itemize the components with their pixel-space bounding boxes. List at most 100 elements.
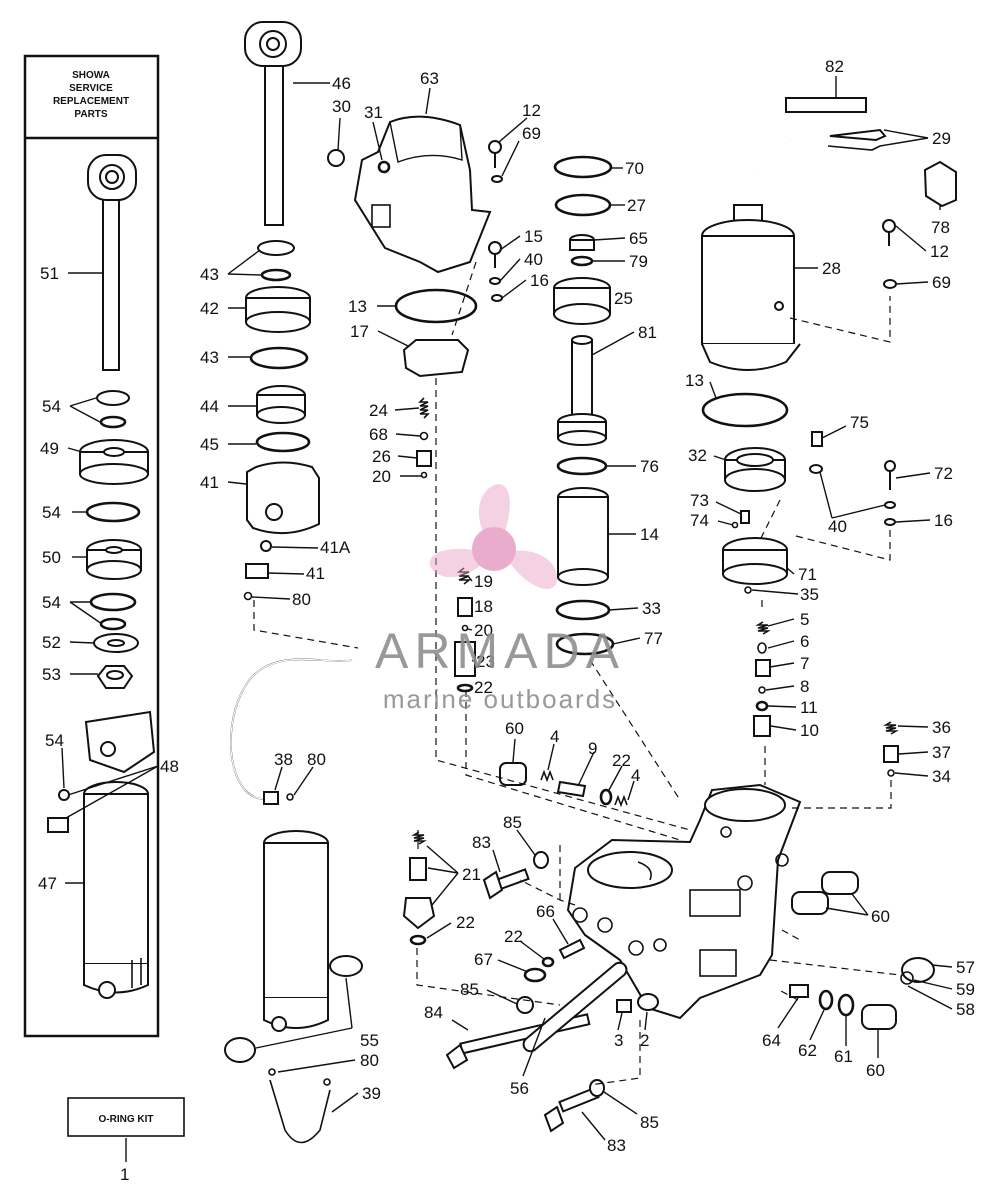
callout-74: 74 — [690, 511, 709, 530]
panel-header-line1: SHOWA — [72, 70, 110, 81]
callout-7: 7 — [800, 654, 809, 673]
callout-80: 80 — [307, 750, 326, 769]
o-ring-kit: O-RING KIT 1 — [67, 1097, 185, 1184]
showa-service-panel: SHOWA SERVICE REPLACEMENT PARTS — [23, 54, 160, 1038]
callout-44: 44 — [200, 397, 219, 416]
callout-54: 54 — [42, 503, 61, 522]
callout-34: 34 — [932, 767, 951, 786]
part-49-cap — [79, 439, 149, 485]
callout-81: 81 — [638, 323, 657, 342]
callout-13: 13 — [348, 297, 367, 316]
callout-16: 16 — [530, 271, 549, 290]
leader-lines — [61, 76, 953, 1162]
callout-33: 33 — [642, 599, 661, 618]
callout-32: 32 — [688, 446, 707, 465]
panel-header-line2: SERVICE — [69, 83, 113, 94]
callout-17: 17 — [350, 322, 369, 341]
callout-65: 65 — [629, 229, 648, 248]
callout-52: 52 — [42, 633, 61, 652]
callout-73: 73 — [690, 491, 709, 510]
callout-69: 69 — [932, 273, 951, 292]
callout-67: 67 — [474, 950, 493, 969]
callout-16: 16 — [934, 511, 953, 530]
callout-5: 5 — [800, 610, 809, 629]
part-50-piston — [86, 539, 142, 580]
callout-78: 78 — [931, 218, 950, 237]
callout-71: 71 — [798, 565, 817, 584]
reservoir-cover-assembly — [327, 115, 503, 693]
pump-motor-assembly — [701, 97, 957, 777]
callout-68: 68 — [369, 425, 388, 444]
callout-46: 46 — [332, 74, 351, 93]
callout-43: 43 — [200, 265, 219, 284]
callout-35: 35 — [800, 585, 819, 604]
callout-40: 40 — [828, 517, 847, 536]
callout-60: 60 — [871, 907, 890, 926]
callout-61: 61 — [834, 1047, 853, 1066]
callout-8: 8 — [800, 677, 809, 696]
callout-21: 21 — [462, 865, 481, 884]
callout-41: 41 — [200, 473, 219, 492]
callout-6: 6 — [800, 632, 809, 651]
callout-27: 27 — [627, 196, 646, 215]
callout-14: 14 — [640, 525, 659, 544]
callout-20: 20 — [372, 467, 391, 486]
callout-60: 60 — [505, 719, 524, 738]
callout-10: 10 — [800, 721, 819, 740]
callout-53: 53 — [42, 665, 61, 684]
callout-77: 77 — [644, 629, 663, 648]
callout-29: 29 — [932, 129, 951, 148]
center-valve-column — [553, 155, 615, 656]
part-47-cylinder — [83, 781, 149, 999]
callout-39: 39 — [362, 1084, 381, 1103]
callout-9: 9 — [588, 739, 597, 758]
callout-25: 25 — [614, 289, 633, 308]
callout-50: 50 — [42, 548, 61, 567]
callout-85: 85 — [640, 1113, 659, 1132]
callout-23: 23 — [476, 652, 495, 671]
callout-4: 4 — [550, 727, 559, 746]
manifold-fittings — [402, 762, 935, 1133]
panel-header-line3: REPLACEMENT — [53, 96, 129, 107]
callout-22: 22 — [474, 678, 493, 697]
callout-57: 57 — [956, 958, 975, 977]
callout-31: 31 — [364, 103, 383, 122]
manifold-body — [566, 783, 802, 1020]
panel-header-line4: PARTS — [74, 109, 107, 120]
callout-20: 20 — [474, 621, 493, 640]
callout-36: 36 — [932, 718, 951, 737]
callout-58: 58 — [956, 1000, 975, 1019]
o-ring-kit-label: O-RING KIT — [99, 1114, 154, 1125]
callout-13: 13 — [685, 371, 704, 390]
callout-40: 40 — [524, 250, 543, 269]
callout-22: 22 — [456, 913, 475, 932]
callout-24: 24 — [369, 401, 388, 420]
callout-47: 47 — [38, 874, 57, 893]
callout-59: 59 — [956, 980, 975, 999]
callout-83: 83 — [472, 833, 491, 852]
callout-30: 30 — [332, 97, 351, 116]
callout-85: 85 — [503, 813, 522, 832]
callout-69: 69 — [522, 124, 541, 143]
callout-70: 70 — [625, 159, 644, 178]
left-cylinder-assembly — [224, 21, 363, 1144]
callout-80: 80 — [292, 590, 311, 609]
callout-85: 85 — [460, 980, 479, 999]
callout-62: 62 — [798, 1041, 817, 1060]
callout-labels: 51 54 49 54 50 54 52 53 54 48 47 46 30 3… — [38, 57, 975, 1155]
callout-45: 45 — [200, 435, 219, 454]
callout-26: 26 — [372, 447, 391, 466]
callout-64: 64 — [762, 1031, 781, 1050]
part-54-oring — [85, 501, 141, 523]
callout-22: 22 — [504, 927, 523, 946]
callout-63: 63 — [420, 69, 439, 88]
callout-72: 72 — [934, 464, 953, 483]
assembly-guide-lines — [253, 261, 901, 1086]
callout-80: 80 — [360, 1051, 379, 1070]
callout-79: 79 — [629, 252, 648, 271]
callout-60: 60 — [866, 1061, 885, 1080]
callout-51: 51 — [40, 264, 59, 283]
callout-75: 75 — [850, 413, 869, 432]
callout-15: 15 — [524, 227, 543, 246]
